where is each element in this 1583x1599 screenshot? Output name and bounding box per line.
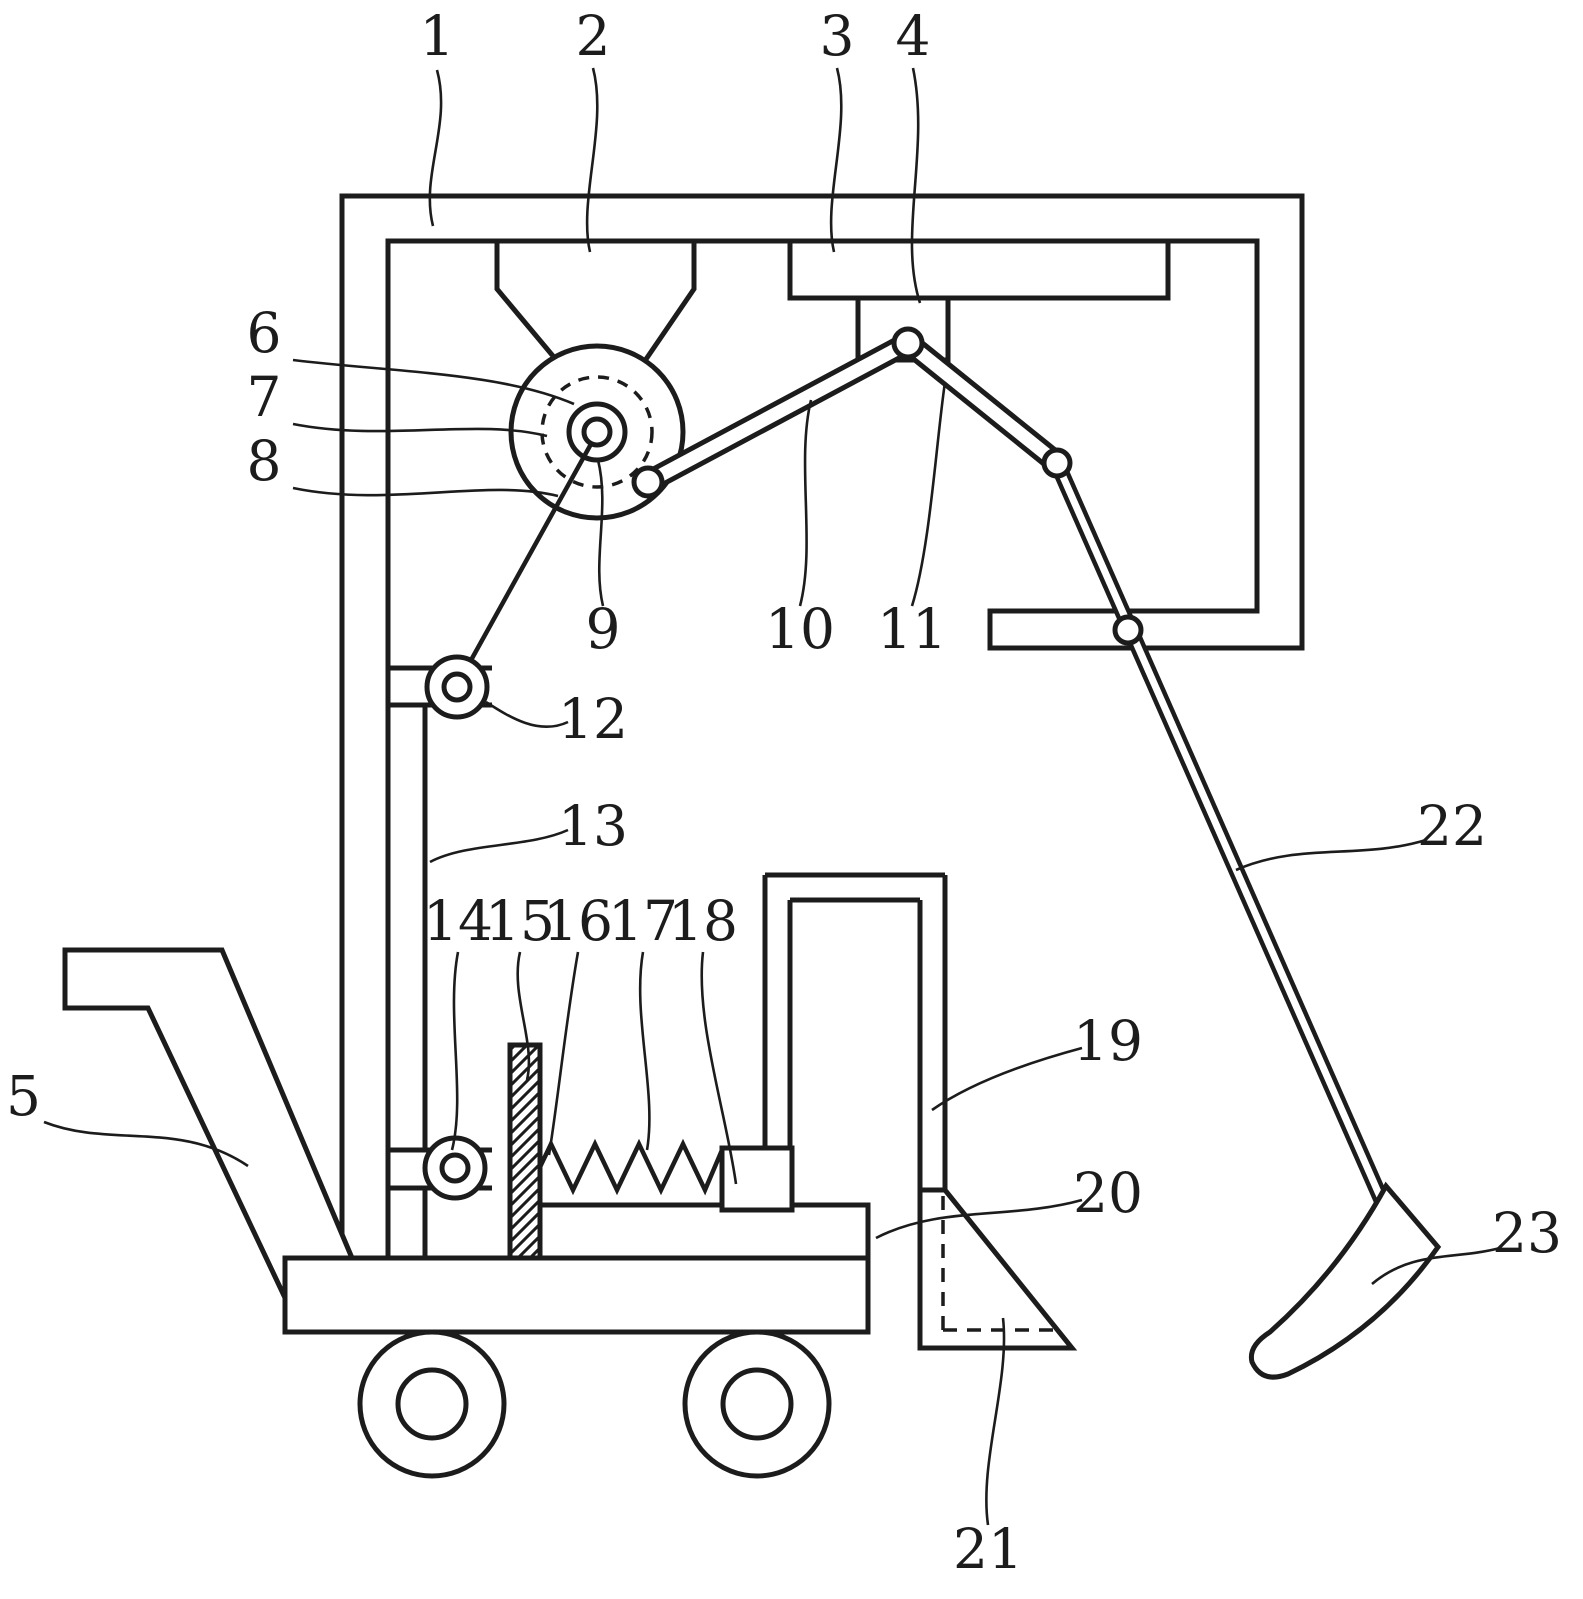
ref-label-14: 14 — [423, 889, 493, 953]
top-mount-plate — [787, 238, 1171, 301]
compression-spring — [537, 1138, 725, 1196]
leader-line-7 — [292, 422, 548, 438]
leader-line-6 — [292, 358, 575, 406]
leader-line-21 — [985, 1317, 1006, 1526]
reference-labels: 1 2 3 4 5 6 7 8 9 10 11 12 13 14 15 16 1… — [6, 4, 1562, 1581]
leader-line-3 — [829, 67, 843, 253]
leader-line-22 — [1235, 838, 1427, 872]
ref-label-2: 2 — [576, 4, 611, 68]
arm-joint-elbow — [1041, 447, 1073, 479]
ref-label-18: 18 — [668, 889, 738, 953]
leader-line-13 — [429, 828, 569, 864]
cart-base — [282, 1255, 871, 1335]
leader-line-4 — [910, 67, 922, 304]
guide-pulley-lower-hub — [439, 1152, 471, 1184]
leader-line-23 — [1371, 1246, 1501, 1285]
ref-label-6: 6 — [247, 301, 282, 365]
leader-line-5 — [43, 1120, 249, 1168]
ref-label-9: 9 — [586, 597, 621, 661]
guide-pulley-upper-hub — [441, 671, 473, 703]
ref-label-12: 12 — [558, 687, 628, 751]
leader-line-1 — [428, 69, 443, 227]
ref-label-21: 21 — [953, 1517, 1023, 1581]
leader-lines — [43, 67, 1501, 1526]
push-rod-core — [1053, 461, 1404, 1244]
ref-label-4: 4 — [896, 4, 931, 68]
ref-label-22: 22 — [1417, 794, 1487, 858]
leader-line-14 — [450, 951, 460, 1151]
wheel-left-inner — [395, 1367, 469, 1441]
ref-label-11: 11 — [877, 597, 947, 661]
reel-hub-circle — [581, 416, 613, 448]
ref-label-8: 8 — [247, 429, 282, 493]
leader-line-12 — [485, 700, 569, 728]
pick-blade — [1248, 1181, 1442, 1380]
ref-label-16: 16 — [543, 889, 613, 953]
ref-label-23: 23 — [1492, 1201, 1562, 1265]
hatched-post — [507, 1042, 543, 1261]
leader-line-9 — [596, 459, 605, 607]
rod-guide-circle — [1112, 614, 1144, 646]
ref-label-13: 13 — [558, 794, 628, 858]
drawing-root: 1 2 3 4 5 6 7 8 9 10 11 12 13 14 15 16 1… — [6, 4, 1562, 1581]
ref-label-5: 5 — [6, 1064, 41, 1128]
leader-line-20 — [875, 1198, 1083, 1240]
leader-line-19 — [931, 1046, 1083, 1112]
leader-line-18 — [700, 951, 738, 1185]
leader-line-10 — [798, 399, 813, 607]
lower-platform — [537, 1202, 871, 1261]
main-frame — [339, 193, 1305, 1261]
leader-line-2 — [585, 67, 599, 253]
wheel-right-inner — [720, 1367, 794, 1441]
ref-label-17: 17 — [608, 889, 678, 953]
arm-link-1-core — [644, 337, 912, 488]
chute-triangle — [917, 1187, 1078, 1351]
ref-label-19: 19 — [1073, 1009, 1143, 1073]
ref-label-7: 7 — [247, 365, 282, 429]
leader-line-11 — [910, 381, 947, 607]
ref-label-20: 20 — [1073, 1161, 1143, 1225]
arm-link-2-core — [903, 337, 1062, 469]
reel-dashed-circle — [540, 375, 654, 489]
spring-stop-block — [719, 1145, 795, 1213]
leader-line-17 — [638, 951, 651, 1151]
ref-label-1: 1 — [420, 4, 455, 68]
leader-line-15 — [516, 951, 531, 1081]
arm-pin-circle — [631, 465, 665, 499]
ref-label-15: 15 — [485, 889, 555, 953]
leader-line-8 — [292, 486, 559, 498]
cart-handle — [62, 947, 356, 1306]
arm-joint-top — [891, 326, 925, 360]
ref-label-10: 10 — [765, 597, 835, 661]
leader-line-16 — [547, 951, 580, 1156]
ref-label-3: 3 — [820, 4, 855, 68]
cable-line — [468, 442, 593, 664]
